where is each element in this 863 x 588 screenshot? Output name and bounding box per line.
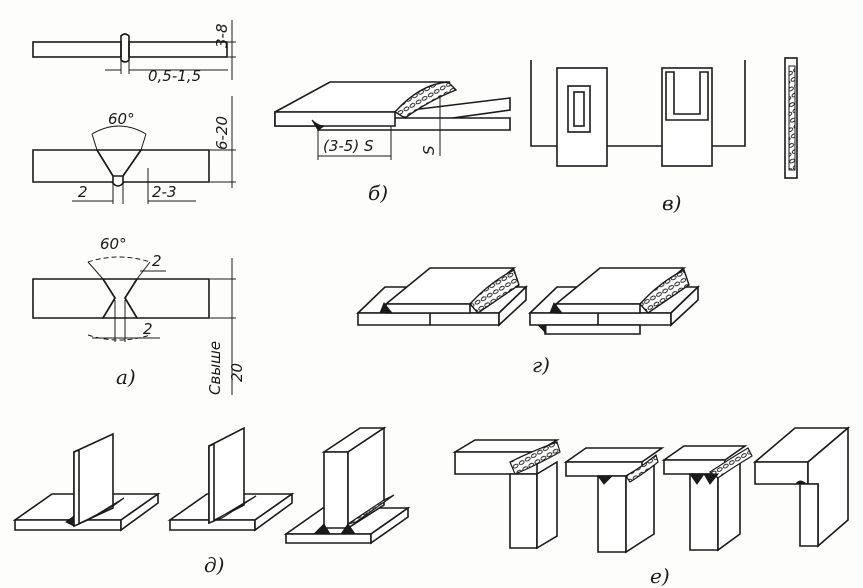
- dim-thickness-3-8: 3-8: [213, 24, 231, 49]
- panel-g-strap-joints: г): [356, 267, 700, 377]
- panel-a-butt-joints: 0,5-1,5 3-8 60° 2 2-3 6-20: [32, 20, 246, 395]
- double-v-butt-joint: 60° 2 2 Свыше 20: [32, 235, 246, 395]
- panel-label-b: б): [368, 181, 388, 205]
- dim-root-2-3: 2-3: [152, 183, 177, 201]
- panel-e-corner-joints: е): [452, 426, 851, 588]
- panel-v-slot-joints: в): [530, 57, 798, 215]
- dim-overlap: (3-5) S: [323, 137, 374, 155]
- dim-thickness-6-20: 6-20: [213, 116, 231, 150]
- dim-angle-60-top: 60°: [108, 110, 135, 128]
- square-butt-joint: 0,5-1,5 3-8: [32, 20, 236, 85]
- single-v-butt-joint: 60° 2 2-3 6-20: [32, 96, 236, 204]
- dim-gap-2-b: 2: [143, 320, 153, 338]
- panel-d-t-joints: д): [12, 426, 411, 577]
- panel-label-d: д): [204, 553, 224, 577]
- panel-label-a: а): [116, 365, 136, 389]
- dim-thickness-s: S: [420, 145, 438, 155]
- dim-root-2: 2: [152, 252, 162, 270]
- dim-over: Свыше: [206, 341, 224, 395]
- panel-label-v: в): [662, 191, 681, 215]
- dim-gap-0-5-1-5: 0,5-1,5: [148, 67, 201, 85]
- panel-label-e: е): [650, 564, 670, 588]
- dim-gap-2: 2: [78, 183, 88, 201]
- panel-b-lap-joint: (3-5) S S б): [274, 81, 511, 205]
- dim-angle-60-double: 60°: [100, 235, 127, 253]
- panel-label-g: г): [532, 353, 550, 377]
- dim-20: 20: [228, 363, 246, 382]
